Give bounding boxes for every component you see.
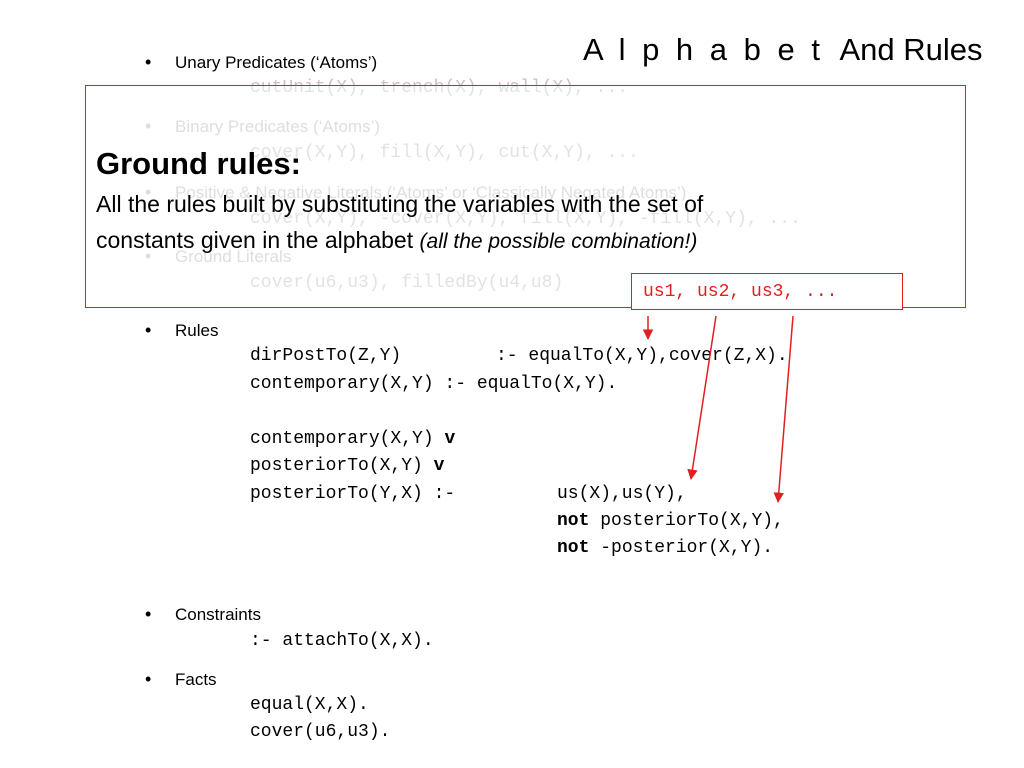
not-keyword: not — [557, 538, 590, 558]
ground-rules-line2-text: constants given in the alphabet — [96, 227, 414, 253]
rule-line4: posteriorTo(X,Y) v — [250, 456, 444, 476]
or-keyword: v — [433, 456, 445, 476]
not-keyword: not — [557, 511, 590, 531]
bullet-dot: • — [145, 604, 152, 624]
rules-label: Rules — [175, 321, 219, 340]
bullet-dot: • — [145, 320, 152, 340]
ground-rules-italic: (all the possible combination!) — [419, 230, 698, 253]
or-keyword: v — [444, 429, 456, 449]
unary-label: Unary Predicates (‘Atoms’) — [175, 53, 378, 72]
bullet-dot: • — [145, 52, 152, 72]
rule-line2: contemporary(X,Y) :- equalTo(X,Y). — [250, 374, 618, 394]
arrow-to-us-x — [687, 315, 717, 481]
ground-rules-heading: Ground rules: — [96, 146, 301, 181]
rule-line1-body: :- equalTo(X,Y),cover(Z,X). — [496, 346, 788, 366]
rule-line3-text: contemporary(X,Y) — [250, 429, 434, 449]
facts-label: Facts — [175, 670, 217, 689]
bullet-dot: • — [145, 669, 152, 689]
ground-rules-line2: constants given in the alphabet (all the… — [96, 227, 697, 254]
rule-line3: contemporary(X,Y) v — [250, 429, 455, 449]
facts-code-2: cover(u6,u3). — [250, 722, 391, 742]
rule-line4-text: posteriorTo(X,Y) — [250, 456, 423, 476]
constants-callout: us1, us2, us3, ... — [631, 273, 903, 310]
rule-line1-head: dirPostTo(Z,Y) — [250, 346, 402, 366]
rule-line7: not -posterior(X,Y). — [557, 538, 773, 558]
title-rest-part: And Rules — [839, 32, 983, 67]
rule-line5-head: posteriorTo(Y,X) :- — [250, 484, 456, 504]
facts-code-1: equal(X,X). — [250, 695, 369, 715]
constraints-label: Constraints — [175, 605, 261, 624]
rule-line6: not posteriorTo(X,Y), — [557, 511, 784, 531]
constraints-code: :- attachTo(X,X). — [250, 631, 434, 651]
title-spaced-part: A l p h a b e t — [583, 32, 824, 67]
arrow-to-us-y — [773, 315, 794, 504]
ground-rules-overlay — [85, 85, 966, 308]
ground-rules-line1: All the rules built by substituting the … — [96, 191, 704, 217]
rule-line5-body: us(X),us(Y), — [557, 484, 687, 504]
slide-title: A l p h a b e t And Rules — [583, 32, 983, 68]
rule-line7-text: -posterior(X,Y). — [600, 538, 774, 558]
rule-line6-text: posteriorTo(X,Y), — [600, 511, 784, 531]
